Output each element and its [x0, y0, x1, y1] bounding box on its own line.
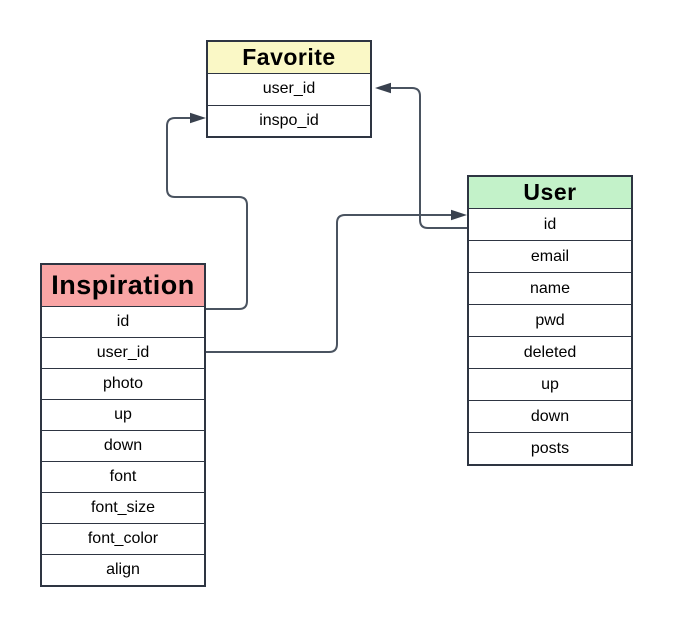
table-row-id: id — [469, 208, 631, 240]
table-row-user_id: user_id — [208, 73, 370, 105]
table-title-favorite: Favorite — [242, 44, 336, 70]
connector-inspiration-id-to-favorite-inspo-id — [166, 117, 248, 310]
table-row-font_color: font_color — [42, 523, 204, 554]
table-row-down: down — [42, 430, 204, 461]
table-row-inspo_id: inspo_id — [208, 104, 370, 137]
arrowhead-into-user-id — [451, 209, 467, 221]
table-title-inspiration: Inspiration — [51, 270, 195, 300]
table-row-pwd: pwd — [469, 304, 631, 336]
table-row-email: email — [469, 240, 631, 272]
table-header-inspiration: Inspiration — [42, 265, 204, 306]
table-header-favorite: Favorite — [208, 42, 370, 73]
arrowhead-into-favorite-user-id — [375, 82, 391, 94]
table-row-up: up — [42, 399, 204, 430]
connector-user-id-to-favorite-user-id — [390, 87, 467, 229]
arrowhead-into-favorite-inspo-id — [190, 112, 206, 124]
table-row-id: id — [42, 306, 204, 337]
table-row-font_size: font_size — [42, 492, 204, 523]
table-row-deleted: deleted — [469, 336, 631, 368]
table-row-font: font — [42, 461, 204, 492]
table-row-align: align — [42, 554, 204, 585]
connector-inspiration-user-id-to-user-id — [206, 214, 452, 353]
table-title-user: User — [523, 179, 577, 205]
table-header-user: User — [469, 177, 631, 208]
table-row-up: up — [469, 368, 631, 400]
table-row-down: down — [469, 400, 631, 432]
table-row-posts: posts — [469, 432, 631, 464]
table-row-user_id: user_id — [42, 337, 204, 368]
table-row-name: name — [469, 272, 631, 304]
table-row-photo: photo — [42, 368, 204, 399]
